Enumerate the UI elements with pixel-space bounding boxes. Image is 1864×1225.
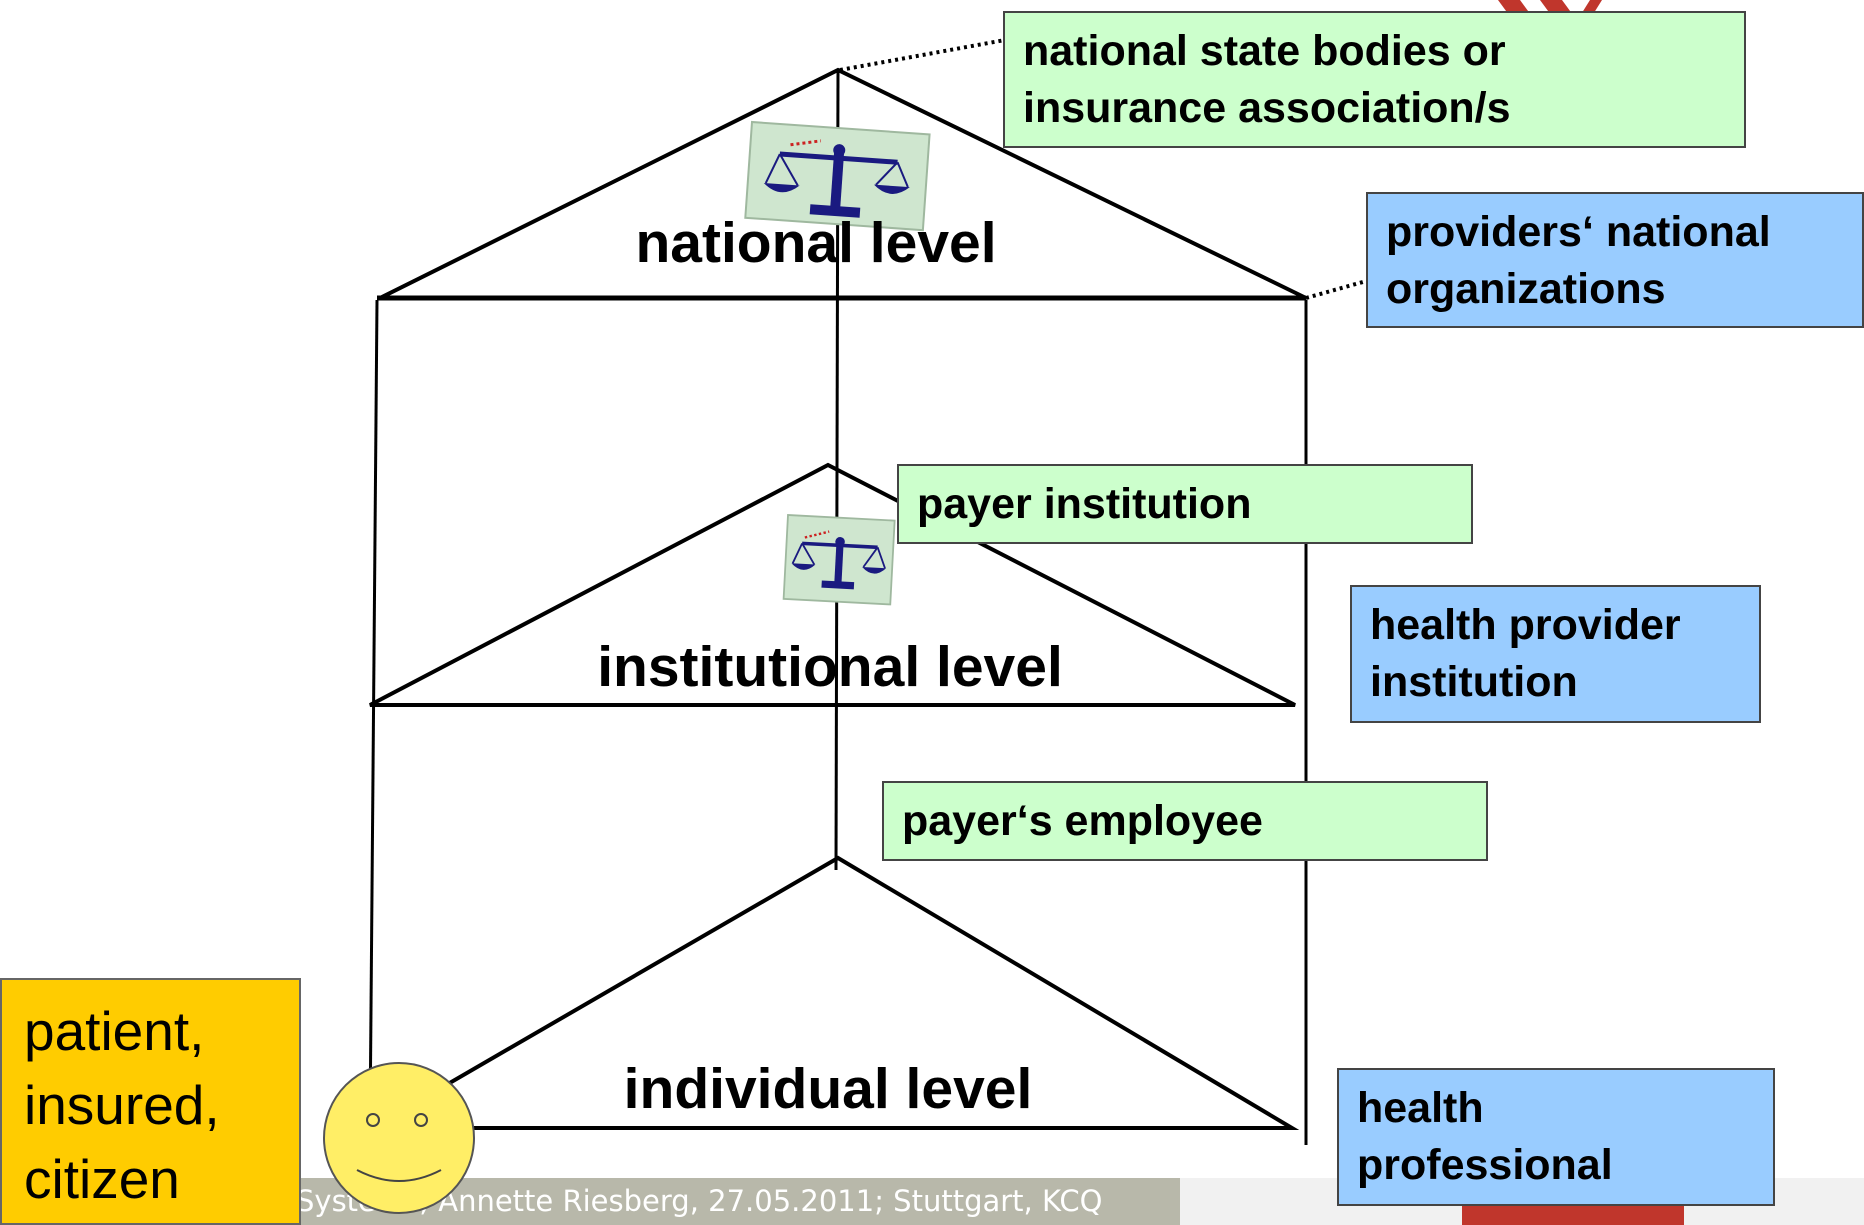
providers-national-organizations-box: providers‘ national organizations <box>1366 192 1864 328</box>
connector-providers <box>1305 278 1371 300</box>
providers-line-1: providers‘ national <box>1386 208 1771 256</box>
national-state-bodies-box: national state bodies or insurance assoc… <box>1003 11 1746 148</box>
footer-accent <box>1462 1203 1684 1225</box>
individual-level-label: individual level <box>624 1057 1033 1121</box>
patient-line-1: patient, <box>24 1000 205 1062</box>
health-professional-line-2: professional <box>1357 1141 1613 1189</box>
scales-of-justice-icon <box>782 514 896 606</box>
national-level-label: national level <box>635 211 996 275</box>
institutional-level-label: institutional level <box>597 635 1063 699</box>
payer-institution-box: payer institution <box>897 464 1473 544</box>
providers-line-2: organizations <box>1386 265 1666 313</box>
individual-level-triangle <box>364 855 1300 1130</box>
health-professional-box: health professional <box>1337 1068 1775 1206</box>
health-provider-institution-box: health provider institution <box>1350 585 1761 723</box>
national-state-line-1: national state bodies or <box>1023 27 1506 75</box>
payer-institution-label: payer institution <box>917 480 1252 528</box>
patient-line-3: citizen <box>24 1148 180 1210</box>
payers-employee-box: payer‘s employee <box>882 781 1488 861</box>
patient-line-2: insured, <box>24 1074 220 1136</box>
smiley-face-icon <box>323 1062 475 1214</box>
connector-national-state <box>839 38 1006 72</box>
health-provider-line-2: institution <box>1370 658 1578 706</box>
left-wall-line <box>368 299 379 1129</box>
health-provider-line-1: health provider <box>1370 601 1681 649</box>
institutional-level-triangle <box>369 462 1296 707</box>
payers-employee-label: payer‘s employee <box>902 797 1263 845</box>
national-state-line-2: insurance association/s <box>1023 84 1511 132</box>
health-professional-line-1: health <box>1357 1084 1484 1132</box>
scales-of-justice-icon <box>744 120 931 232</box>
patient-box: patient, insured, citizen <box>0 978 301 1225</box>
